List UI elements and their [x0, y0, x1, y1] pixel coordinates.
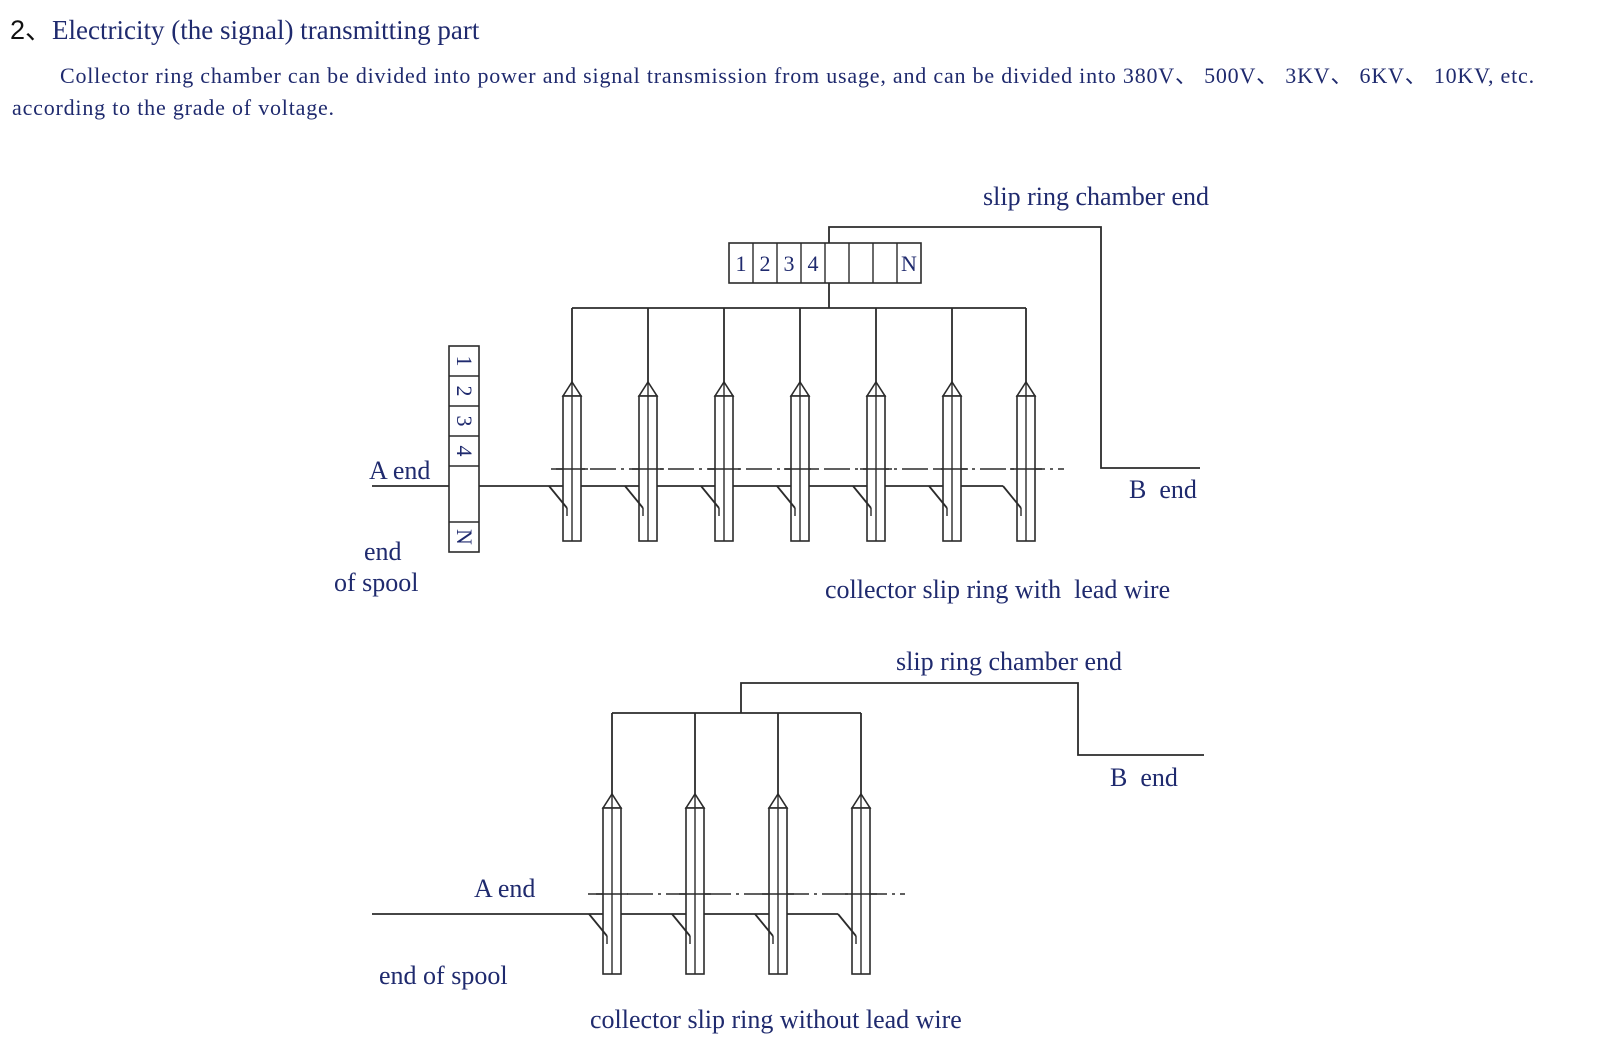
top-terminal-cell: 1	[736, 251, 747, 276]
side-terminal-cell: N	[452, 529, 477, 545]
side-terminal-cell: 2	[452, 386, 477, 397]
top-terminal-cell: 4	[808, 251, 819, 276]
d2-spool-label: end of spool	[379, 961, 508, 990]
d2-caption: collector slip ring without lead wire	[590, 1005, 962, 1034]
slip-ring	[837, 792, 877, 975]
d1-b-end-label: B end	[1129, 475, 1197, 504]
d2-a-end-label: A end	[474, 874, 535, 903]
intro-paragraph: Collector ring chamber can be divided in…	[12, 63, 1535, 120]
wiring-top	[571, 226, 1200, 469]
d1-a-end-label: A end	[369, 456, 430, 485]
slip-ring	[776, 380, 816, 542]
top-terminal-cell: 2	[760, 251, 771, 276]
side-terminal-block: 1 2 3 4N	[448, 345, 480, 553]
slip-ring	[671, 792, 711, 975]
d2-b-end-label: B end	[1110, 763, 1178, 792]
section-number: 2、	[10, 15, 53, 45]
d1-caption: collector slip ring with lead wire	[825, 575, 1170, 604]
slip-ring	[928, 380, 968, 542]
wiring-top-2	[611, 682, 1204, 794]
side-terminal-cell: 1	[452, 356, 477, 367]
shaft-and-rings-2	[372, 792, 905, 975]
slip-ring	[754, 792, 794, 975]
side-terminal-cell: 3	[452, 416, 477, 427]
shaft-and-rings-1	[372, 380, 1064, 542]
diagram-without-lead-wire: slip ring chamber end B end A end end of…	[372, 647, 1204, 1034]
d1-spool-label-line1: end	[364, 537, 402, 566]
section-title: Electricity (the signal) transmitting pa…	[52, 15, 480, 45]
slip-ring	[624, 380, 664, 542]
top-terminal-cell: 3	[784, 251, 795, 276]
section-heading: 2、Electricity (the signal) transmitting …	[10, 8, 479, 47]
slip-ring	[1002, 380, 1042, 542]
d1-spool-label-line2: of spool	[334, 568, 419, 597]
slip-ring	[588, 792, 628, 975]
slip-ring	[852, 380, 892, 542]
d1-chamber-end-label: slip ring chamber end	[983, 182, 1209, 211]
side-terminal-cell: 4	[452, 446, 477, 457]
top-terminal-cell: N	[901, 251, 917, 276]
slip-ring	[700, 380, 740, 542]
slip-ring	[548, 380, 588, 542]
d2-chamber-end-label: slip ring chamber end	[896, 647, 1122, 676]
